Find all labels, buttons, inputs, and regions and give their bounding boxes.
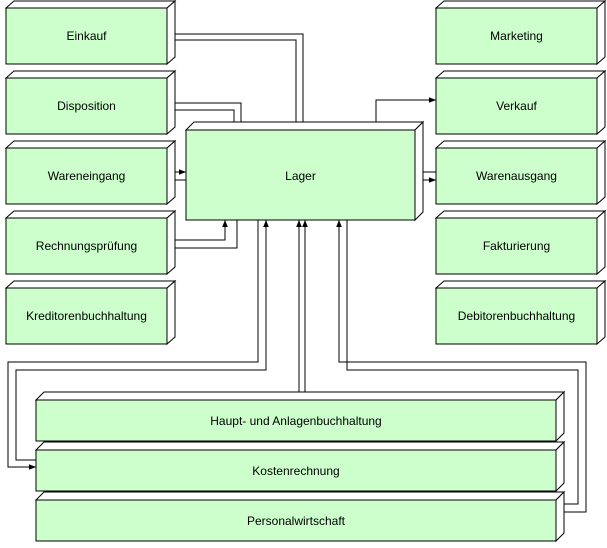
connections — [7, 33, 587, 513]
box-warenausgang: Warenausgang — [434, 139, 607, 206]
box-kreditorenbuchhaltung: Kreditorenbuchhaltung — [4, 279, 177, 346]
box-verkauf: Verkauf — [434, 69, 607, 136]
rechnungspruefung-label: Rechnungsprüfung — [36, 239, 137, 253]
verkauf-label: Verkauf — [496, 99, 537, 113]
box-haupt-anlagenbuchhaltung: Haupt- und Anlagenbuchhaltung — [34, 390, 566, 443]
box-rechnungspruefung: Rechnungsprüfung — [4, 209, 177, 276]
box-disposition: Disposition — [4, 69, 177, 136]
haupt-anlagenbuchhaltung-label: Haupt- und Anlagenbuchhaltung — [210, 414, 381, 428]
connector-personalwirtschaft-lager — [336, 220, 587, 513]
box-personalwirtschaft: Personalwirtschaft — [34, 490, 566, 543]
fakturierung-label: Fakturierung — [483, 239, 550, 253]
connector-einkauf-lager — [167, 37, 297, 130]
kostenrechnung-label: Kostenrechnung — [252, 464, 339, 478]
connector-rechnungspruefung-lager — [167, 220, 228, 241]
connector-lager-kostenrechnung — [7, 220, 259, 470]
connector-lager-rechnungspruefung — [167, 220, 238, 251]
box-lager: Lager — [184, 120, 425, 222]
warenausgang-label: Warenausgang — [476, 169, 557, 183]
box-fakturierung: Fakturierung — [434, 209, 607, 276]
personalwirtschaft-label: Personalwirtschaft — [247, 514, 346, 528]
debitorenbuchhaltung-label: Debitorenbuchhaltung — [458, 309, 575, 323]
connector-lager-verkauf — [375, 97, 436, 130]
einkauf-label: Einkauf — [66, 29, 107, 43]
wareneingang-label: Wareneingang — [48, 169, 126, 183]
connector-kostenrechnung-lager — [15, 220, 269, 461]
disposition-label: Disposition — [57, 99, 116, 113]
kreditorenbuchhaltung-label: Kreditorenbuchhaltung — [26, 309, 147, 323]
connector-lager-einkauf — [167, 33, 306, 130]
box-marketing: Marketing — [434, 0, 607, 66]
marketing-label: Marketing — [490, 29, 543, 43]
connector-lager-disposition — [167, 100, 242, 130]
box-debitorenbuchhaltung: Debitorenbuchhaltung — [434, 279, 607, 346]
box-einkauf: Einkauf — [4, 0, 177, 66]
lager-label: Lager — [285, 169, 316, 183]
connector-lager-personalwirtschaft — [346, 220, 579, 507]
box-wareneingang: Wareneingang — [4, 139, 177, 206]
box-kostenrechnung: Kostenrechnung — [34, 440, 566, 493]
